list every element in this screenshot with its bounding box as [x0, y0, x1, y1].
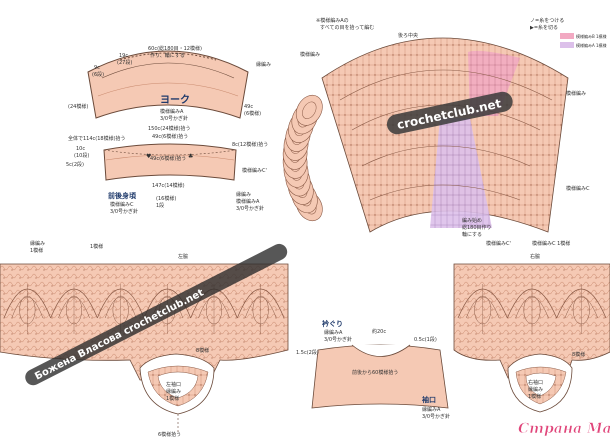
- club-mark: ♣: [188, 153, 193, 160]
- yoke-lace-chart: crochetclub.net ※模様編みAの すべての目を拾って編む ノ=糸を…: [282, 17, 607, 247]
- body-patC: 模様編みC': [242, 167, 267, 174]
- sleeve-title: 袖口: [421, 395, 436, 404]
- label-start: 編み始め: [462, 217, 482, 224]
- site-logo-text: Страна Мам: [518, 421, 610, 437]
- heart-mark: ♥: [146, 153, 151, 160]
- lace-arch: [50, 284, 98, 334]
- body-49c-2: 49c(6模様)拾う: [150, 155, 186, 162]
- yoke-schematic: ヨーク 模様編みA 3/0号かぎ針 60c(総180目・12模様) 作り、輪にす…: [68, 45, 271, 142]
- yoke-top-count-2: 作り、輪にする: [150, 52, 185, 59]
- yoke-pattern: 模様編みA: [160, 108, 184, 115]
- body-pattern: 模様編みC: [110, 201, 134, 208]
- full-114: 全体で114c(18模様)拾う: [68, 135, 126, 142]
- sleeve-hook: 3/0号かぎ針: [422, 413, 450, 420]
- yoke-left-24pat: (24模様): [68, 103, 88, 110]
- neck-hook: 3/0号かぎ針: [324, 336, 352, 343]
- sleeve-pattern: 縁編みA: [422, 406, 441, 413]
- center-wedge-lilac: [430, 118, 492, 228]
- legend-pattern-b: 模様編みB 1模様: [576, 33, 607, 39]
- lace-arch: [457, 284, 508, 334]
- neck-pattern: 縁編みA: [324, 329, 343, 336]
- yoke-left-27dan: (27段): [117, 59, 132, 66]
- lace-arch: [237, 284, 285, 334]
- count-49a: 49c(6模様)拾う: [152, 133, 188, 140]
- yoke-left-19c: 19c: [119, 53, 128, 59]
- yoke-top-arc: [119, 52, 217, 61]
- neck-opening: [351, 344, 411, 357]
- left-sleeve-3: 1模様: [166, 395, 179, 402]
- small-note: (16模様): [156, 195, 176, 202]
- yoke-right-cord: 縁編み: [256, 61, 271, 68]
- neck-05: 0.5c(1段): [414, 336, 437, 343]
- body-title: 前後身頃: [108, 191, 137, 200]
- label-join-round: 輪にする: [462, 231, 482, 238]
- fan-scallops: [282, 94, 323, 222]
- yoke-title: ヨーク: [160, 94, 190, 106]
- label-pattern-right: 模様編み: [566, 90, 586, 97]
- left-cord-2: 1模様: [30, 247, 43, 254]
- yoke-top-count: 60c(総180目・12模様): [148, 45, 202, 52]
- legend-cut: ▶=糸を切る: [530, 24, 558, 31]
- label-chain: 総180目作り: [462, 224, 492, 231]
- yoke-hook: 3/0号かぎ針: [160, 115, 188, 122]
- body-8c: 8c(12模様)拾う: [232, 141, 268, 148]
- left-sleeve-2: 縁編み: [166, 388, 181, 395]
- body-10c: 10c: [76, 146, 85, 152]
- yoke-shape: [87, 50, 249, 119]
- legend-swatch-rose: [560, 33, 574, 39]
- yoke-49c-b: (6模様): [244, 110, 261, 117]
- left-sleeve: 左袖口: [166, 381, 181, 388]
- neck-15c: 1.5c(2段): [296, 349, 319, 356]
- small-note-2: 1段: [156, 202, 164, 209]
- left-1pat: 1模様: [90, 243, 103, 250]
- label-c2: 模様編みC': [486, 240, 511, 247]
- left-cord: 縁編み: [30, 240, 45, 247]
- body-cord: 縁編み: [236, 191, 251, 198]
- body-schematic: ♥ ♣ 8c(12模様)拾う 49c(6模様)拾う 10c (10段) 5c(2…: [66, 141, 268, 215]
- body-147: 147c(14模様): [152, 182, 185, 189]
- right-sleeve-3: 1模様: [528, 393, 541, 400]
- site-logo: Страна Мам: [518, 421, 610, 438]
- label-pattern-left: 模様編み: [300, 51, 320, 58]
- body-cord-pattern: 模様編みA: [236, 198, 260, 205]
- yoke-49c: 49c: [244, 104, 253, 110]
- legend-title-2: すべての目を拾って編む: [320, 24, 374, 31]
- right-8pat: 8模様: [572, 351, 585, 358]
- label-c1: 模様編みC: [566, 185, 590, 192]
- neck-title: 衿ぐり: [322, 319, 343, 328]
- body-band: [103, 143, 237, 181]
- left-side: 左脇: [178, 253, 188, 260]
- left-8pat: 8模様: [196, 347, 209, 354]
- label-back-center: 後ろ中央: [398, 32, 418, 39]
- lace-arch: [556, 284, 607, 334]
- count-150: 150c(24模様)拾う: [148, 125, 191, 132]
- body-cord-hook: 3/0号かぎ針: [236, 205, 264, 212]
- left-body-chart: 縁編み 1模様 1模様 左脇 8模様 6模様拾う 左袖口 縁編み 1模様 Бож…: [0, 240, 289, 438]
- legend-join: ノ=糸をつける: [530, 17, 564, 24]
- label-c3: 模様編みC 1模様: [532, 240, 570, 247]
- yoke-left-6dan: (6段): [92, 71, 104, 78]
- neck-schematic: 衿ぐり 縁編みA 3/0号かぎ針 約20c 0.5c(1段) 1.5c(2段) …: [296, 319, 450, 420]
- legend-pattern-a: 模様編みA 1模様: [576, 42, 607, 48]
- lace-arch: [3, 284, 51, 334]
- legend-swatch-lilac: [560, 42, 574, 48]
- right-sleeve: 右袖口: [528, 379, 543, 386]
- fan-scallop: [295, 94, 323, 126]
- body-hook: 3/0号かぎ針: [110, 208, 138, 215]
- right-body-chart: 右脇 8模様 右袖口 縁編み 1模様: [453, 253, 610, 413]
- neck-20c: 約20c: [372, 328, 386, 335]
- right-arches: [457, 284, 607, 334]
- right-sleeve-2: 縁編み: [528, 386, 543, 393]
- right-side: 右脇: [530, 253, 540, 260]
- legend-title: ※模様編みAの: [316, 17, 349, 24]
- lace-arch: [507, 284, 557, 334]
- body-10dan: (10段): [74, 152, 89, 159]
- neck-front-back: 前後から60模様拾う: [352, 369, 398, 376]
- body-5c: 5c(2段): [66, 161, 84, 168]
- left-6pat: 6模様拾う: [158, 431, 181, 438]
- yoke-left-9c: 9c: [94, 65, 100, 71]
